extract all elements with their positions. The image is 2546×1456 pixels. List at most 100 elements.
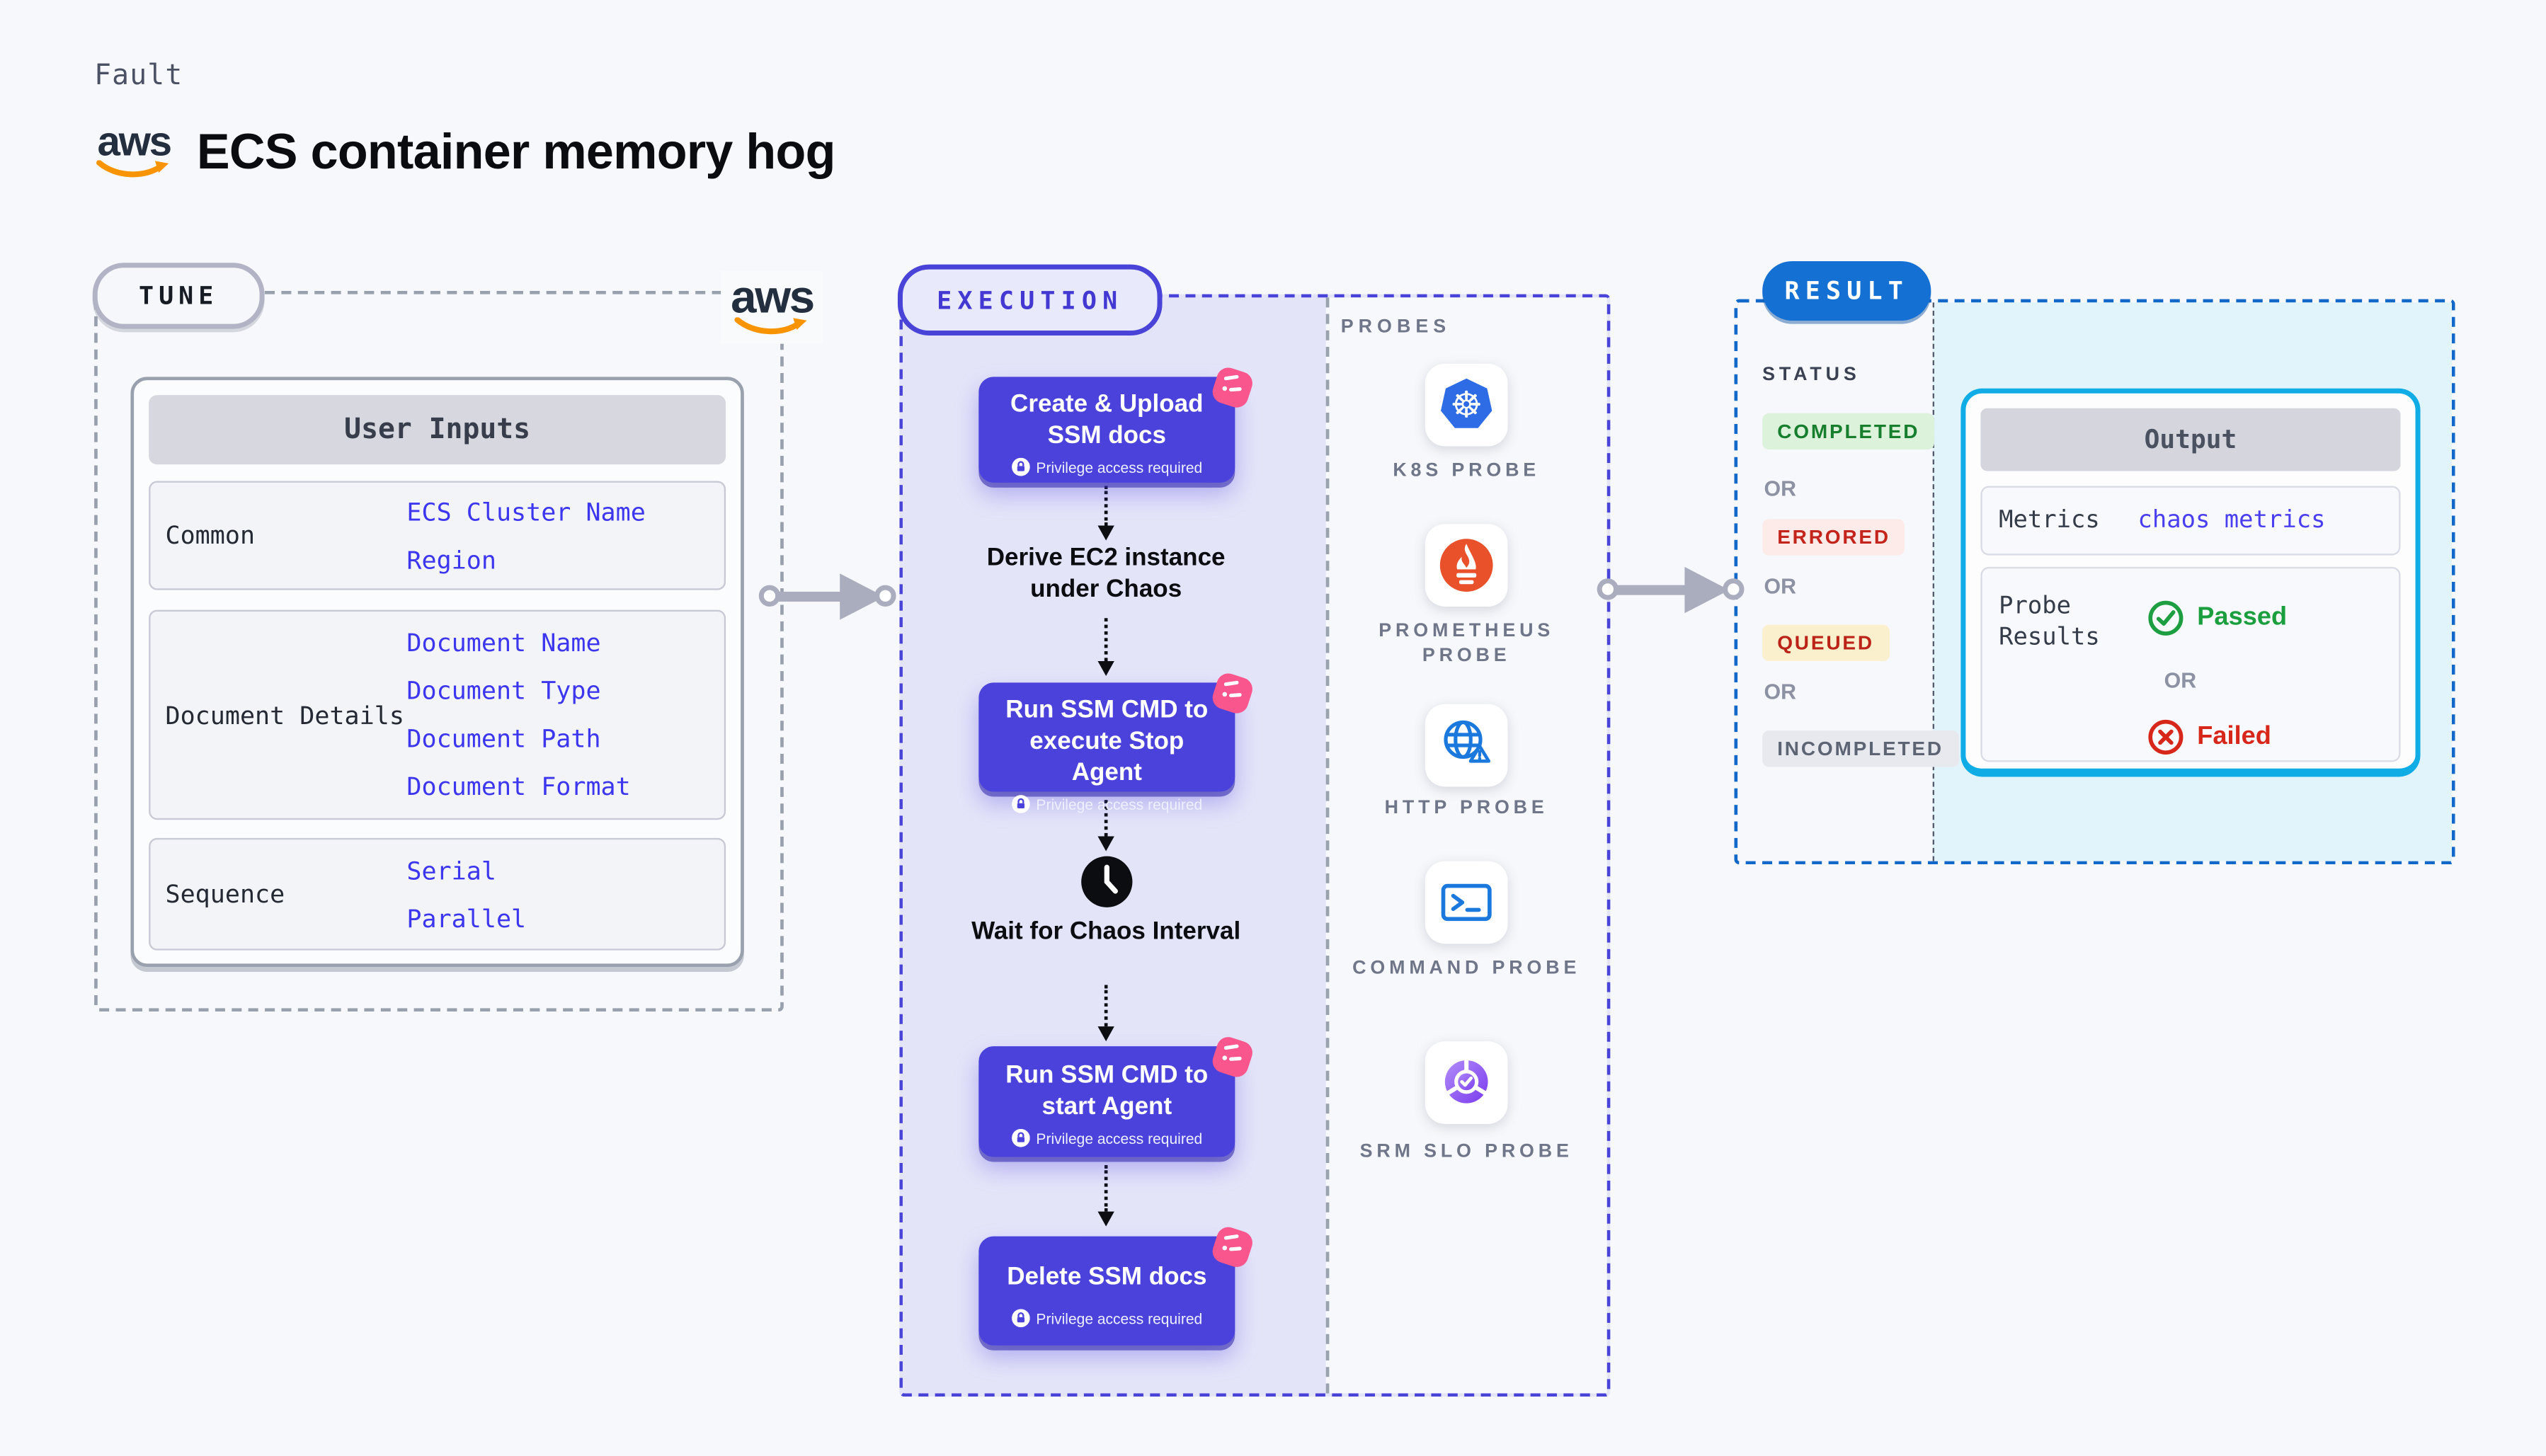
or-label: OR xyxy=(1764,573,1797,599)
probe-label: PROMETHEUS PROBE xyxy=(1378,621,1555,667)
step-title: Run SSM CMD to start Agent xyxy=(1005,1061,1209,1121)
chaos-icon xyxy=(1212,1227,1252,1267)
aws-smile-icon xyxy=(96,160,169,178)
input-value: Document Format xyxy=(406,772,631,802)
kubernetes-icon: ☸ xyxy=(1441,378,1492,428)
user-inputs-title: User Inputs xyxy=(149,395,726,465)
step-card-run-ssm-start-agent: Run SSM CMD to start Agent Privilege acc… xyxy=(978,1046,1235,1157)
probes-panel xyxy=(1325,297,1607,1394)
probe-label: HTTP PROBE xyxy=(1384,798,1548,818)
input-group-label: Common xyxy=(165,520,256,551)
command-probe-item xyxy=(1425,861,1508,944)
srm-slo-icon xyxy=(1444,1059,1488,1104)
status-badge-errored: ERRORED xyxy=(1762,519,1905,556)
connector-start-circle-icon xyxy=(758,585,781,607)
probe-results-label: Probe Results xyxy=(1999,593,2100,652)
connector-line xyxy=(1611,585,1691,595)
svg-text:☸: ☸ xyxy=(1450,384,1483,427)
output-title: Output xyxy=(1980,408,2401,471)
step-card-run-ssm-stop-agent: Run SSM CMD to execute Stop Agent Privil… xyxy=(978,682,1235,813)
step-wait-chaos-interval-text: Wait for Chaos Interval xyxy=(971,917,1241,946)
input-group-values: Document Name Document Type Document Pat… xyxy=(406,612,724,818)
input-group-values: Serial Parallel xyxy=(406,839,724,948)
or-label: OR xyxy=(1764,476,1797,501)
input-group-common: Common ECS Cluster Name Region xyxy=(149,481,726,590)
connector-line xyxy=(773,591,848,601)
aws-logo-tune-icon: aws xyxy=(721,270,823,344)
aws-smile-icon xyxy=(734,317,807,335)
flow-arrow xyxy=(1104,618,1108,662)
input-value: Document Name xyxy=(406,628,601,658)
step-card-create-upload-ssm-docs: Create & Upload SSM docs Privilege acces… xyxy=(978,377,1235,483)
failed-result: Failed xyxy=(2147,719,2271,755)
tune-section-box xyxy=(94,290,784,1012)
probe-label: SRM SLO PROBE xyxy=(1359,1142,1573,1162)
step-title: Run SSM CMD to execute Stop Agent xyxy=(1005,696,1209,787)
input-value: ECS Cluster Name xyxy=(406,496,646,527)
aws-logo-text: aws xyxy=(97,119,172,166)
execution-pill: EXECUTION xyxy=(897,264,1163,336)
input-value: Parallel xyxy=(406,903,527,934)
output-panel: Output Metrics chaos metrics Probe Resul… xyxy=(1960,388,2421,777)
input-group-sequence: Sequence Serial Parallel xyxy=(149,837,726,951)
aws-logo-icon: aws xyxy=(94,122,173,180)
privilege-note: Privilege access required xyxy=(1036,796,1203,813)
k8s-probe-item: ☸ xyxy=(1425,363,1508,447)
input-value: Region xyxy=(406,544,496,575)
privilege-row: Privilege access required xyxy=(1011,1128,1203,1147)
or-label: OR xyxy=(1764,679,1797,704)
privilege-row: Privilege access required xyxy=(1011,795,1202,813)
privilege-row: Privilege access required xyxy=(1011,1309,1202,1328)
step-derive-ec2-text: Derive EC2 instance under Chaos xyxy=(986,544,1226,604)
or-label: OR xyxy=(2164,667,2197,693)
step-card-delete-ssm-docs: Delete SSM docs Privilege access require… xyxy=(978,1236,1235,1346)
flow-arrowhead-icon xyxy=(1097,525,1114,541)
http-probe-item xyxy=(1425,704,1508,787)
aws-logo-text: aws xyxy=(731,270,815,323)
lock-icon xyxy=(1011,795,1030,813)
connector-end-circle-icon xyxy=(1723,578,1745,600)
page-title: ECS container memory hog xyxy=(196,125,836,180)
flow-arrow xyxy=(1104,800,1108,837)
x-circle-icon xyxy=(2148,719,2183,755)
connector-start-circle-icon xyxy=(1597,578,1619,600)
result-pill: RESULT xyxy=(1762,260,1931,321)
metrics-label: Metrics xyxy=(1999,507,2100,534)
status-badge-completed: COMPLETED xyxy=(1762,413,1935,450)
command-icon xyxy=(1441,883,1492,922)
clock-icon xyxy=(1081,856,1133,907)
passed-label: Passed xyxy=(2197,603,2288,631)
input-value: Serial xyxy=(406,855,496,885)
srm-slo-probe-item xyxy=(1425,1041,1508,1124)
chaos-icon xyxy=(1212,1037,1252,1077)
flow-arrowhead-icon xyxy=(1097,1026,1114,1042)
prometheus-probe-item xyxy=(1425,524,1508,607)
probe-label: COMMAND PROBE xyxy=(1352,958,1581,979)
flow-arrow xyxy=(1104,1165,1108,1212)
chaos-icon xyxy=(1212,367,1252,408)
passed-result: Passed xyxy=(2147,600,2287,636)
input-group-label: Document Details xyxy=(165,699,404,730)
check-circle-icon xyxy=(2148,600,2183,636)
status-heading: STATUS xyxy=(1762,365,1861,386)
privilege-note: Privilege access required xyxy=(1036,1130,1203,1147)
flow-arrowhead-icon xyxy=(1097,1211,1114,1227)
fault-kicker: Fault xyxy=(94,59,183,93)
status-badge-incompleted: INCOMPLETED xyxy=(1762,730,1958,767)
lock-icon xyxy=(1011,1309,1030,1328)
prometheus-icon xyxy=(1439,539,1493,592)
flow-arrowhead-icon xyxy=(1097,661,1114,677)
lock-icon xyxy=(1011,457,1030,476)
privilege-row: Privilege access required xyxy=(1011,457,1203,476)
failed-label: Failed xyxy=(2197,722,2271,751)
input-group-label: Sequence xyxy=(165,879,285,910)
probe-results-row: Probe Results Passed OR Failed xyxy=(1980,566,2401,762)
probe-label: K8S PROBE xyxy=(1393,461,1541,481)
metrics-row: Metrics chaos metrics xyxy=(1980,486,2401,556)
input-group-values: ECS Cluster Name Region xyxy=(406,483,724,588)
step-title: Create & Upload SSM docs xyxy=(1010,390,1204,450)
input-group-document-details: Document Details Document Name Document … xyxy=(149,609,726,820)
privilege-note: Privilege access required xyxy=(1036,458,1203,476)
flow-arrow xyxy=(1104,985,1108,1027)
